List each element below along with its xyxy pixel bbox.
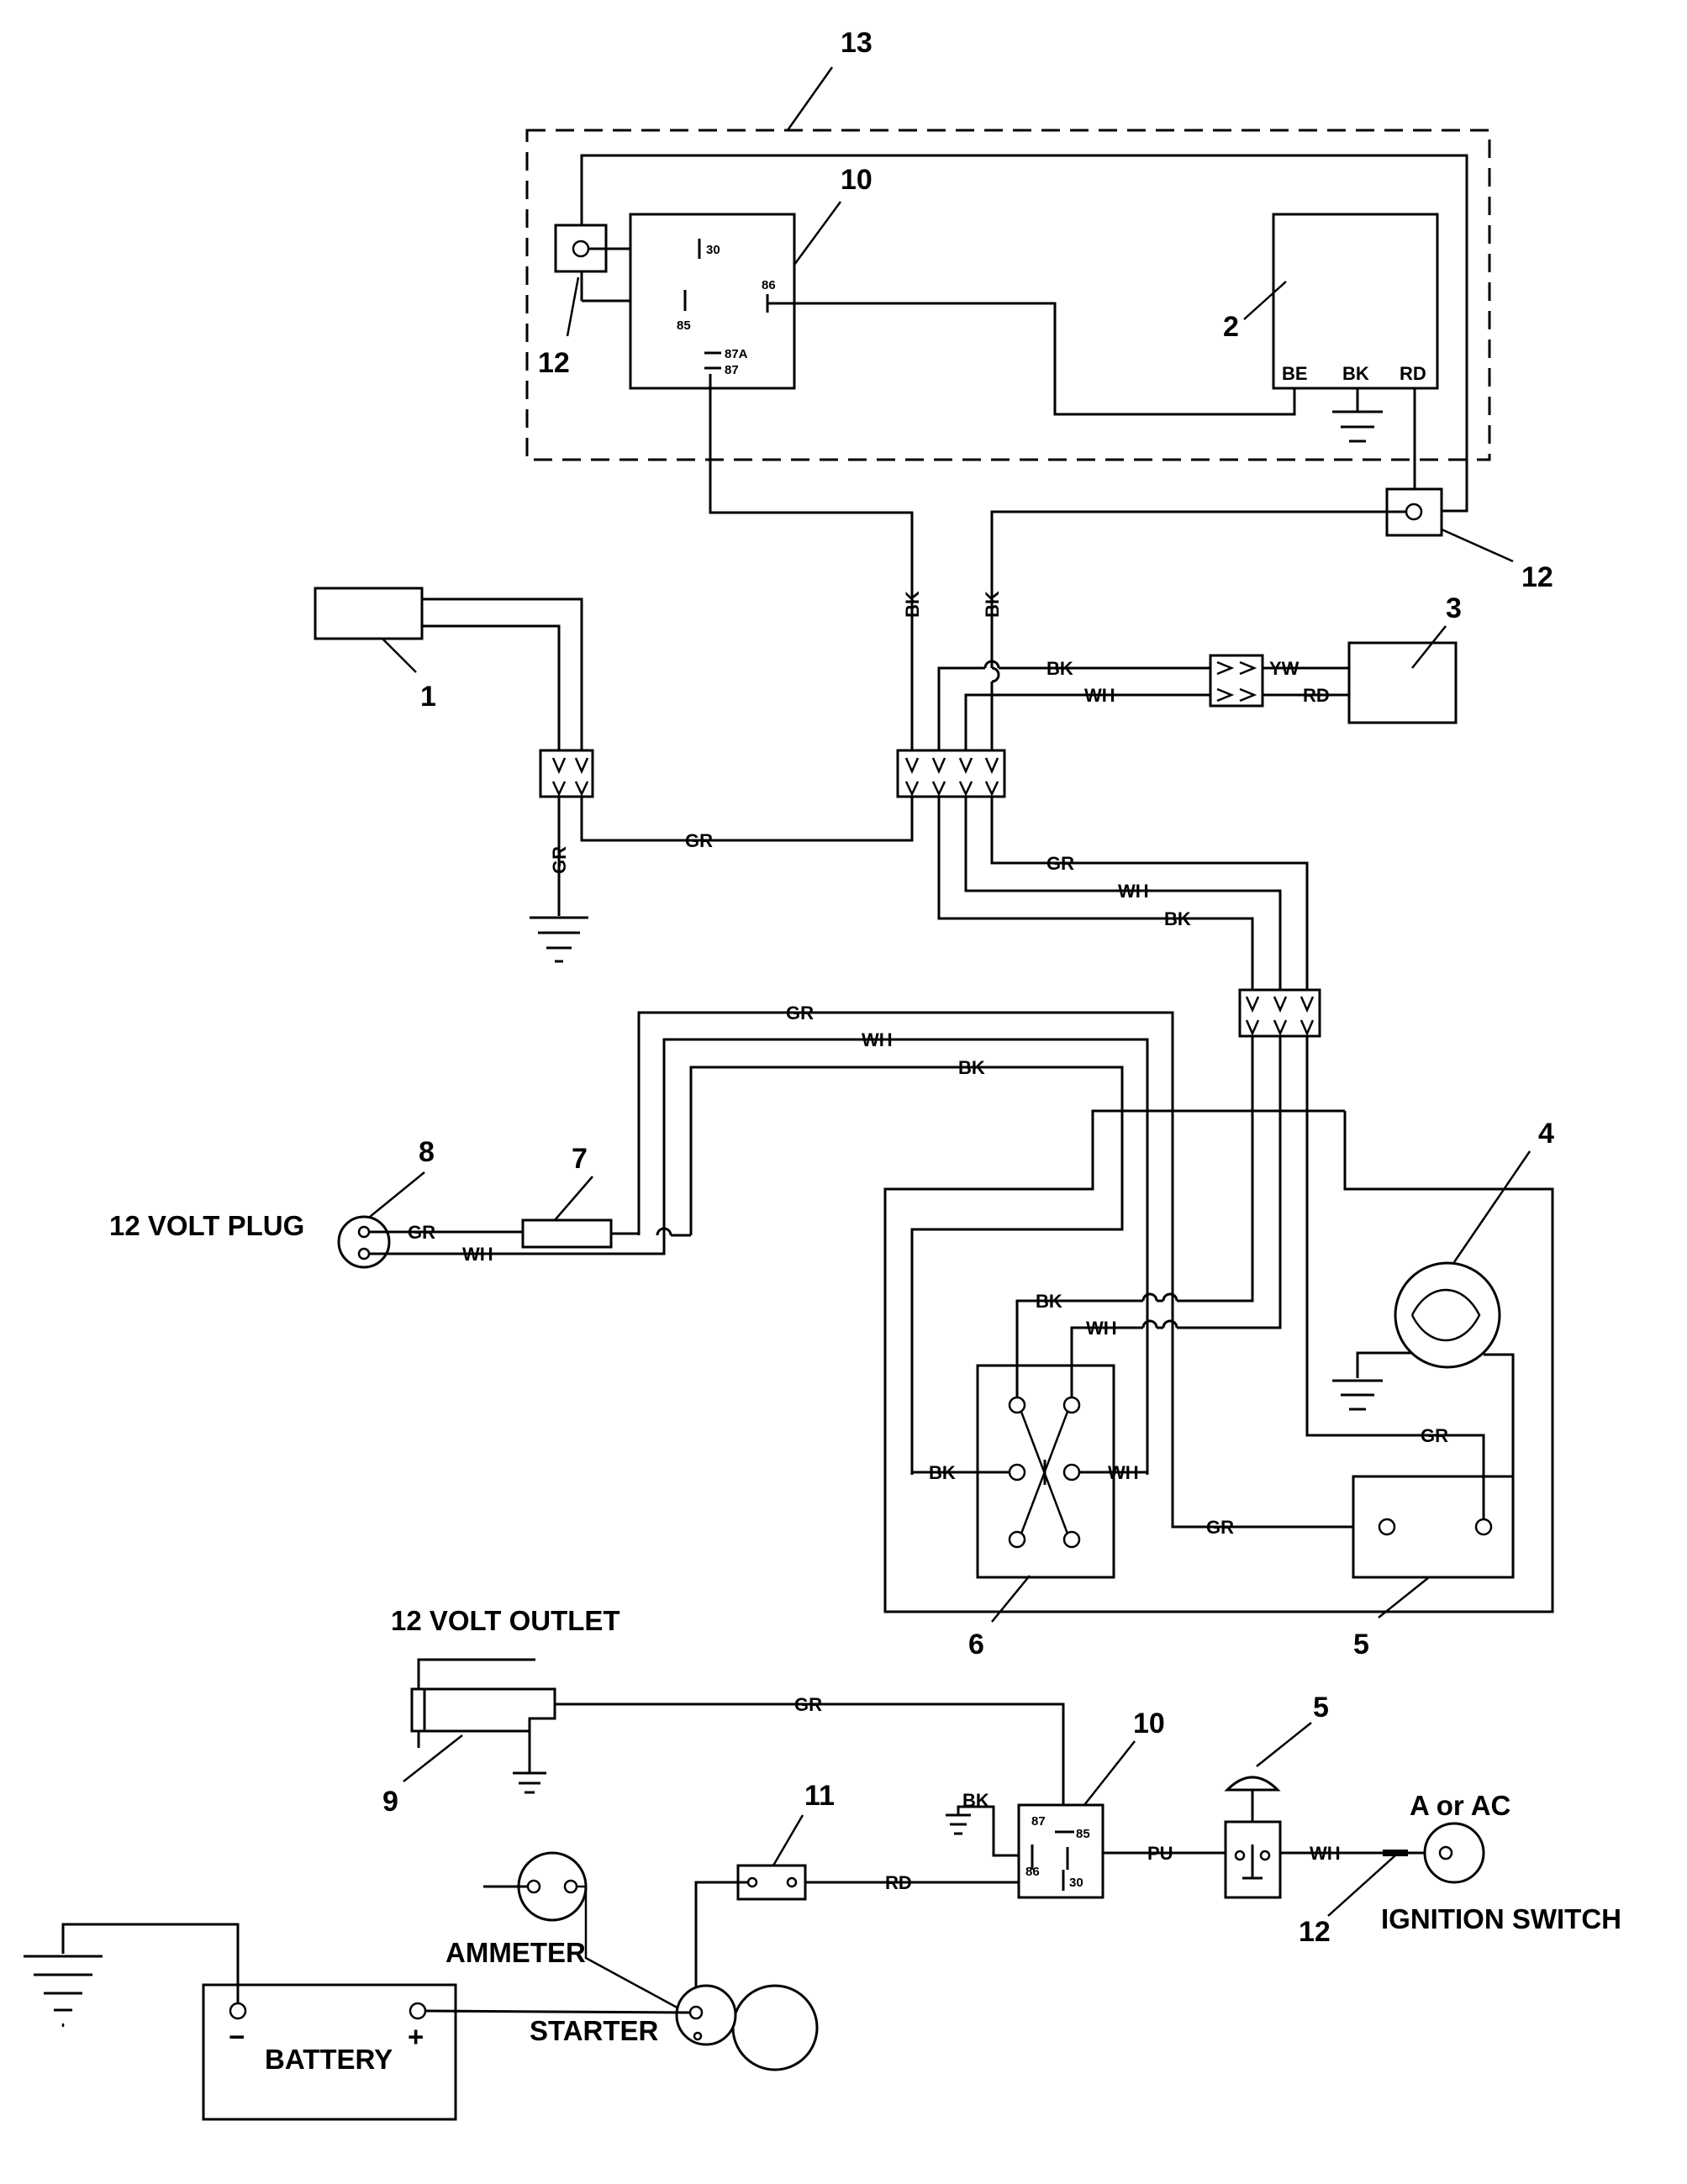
wire-gr-to5: GR <box>1206 1517 1234 1538</box>
relay-bottom-pin86: 86 <box>1025 1865 1040 1879</box>
wire-gr-plug: GR <box>408 1222 435 1243</box>
wire-bk-relay-bottom: BK <box>962 1790 989 1811</box>
outlet-9 <box>417 1658 535 1748</box>
relay-10-top <box>629 213 796 390</box>
callout-12-bottom: 12 <box>1299 1916 1331 1948</box>
wire-yw: YW <box>1269 658 1300 679</box>
relay-top-pin87: 87 <box>725 363 739 377</box>
relay-top-pin87a: 87A <box>725 347 748 361</box>
callout-12-top-right: 12 <box>1521 561 1553 593</box>
relay-top-pin86: 86 <box>762 278 776 292</box>
connector-3pin <box>1238 988 1321 1038</box>
component-3 <box>1347 641 1458 724</box>
wire-bk-switch-left: BK <box>929 1462 956 1483</box>
wire-bk-switch-top: BK <box>1036 1291 1062 1312</box>
callout-5-bottom: 5 <box>1313 1692 1329 1724</box>
wire-wh-plug: WH <box>462 1244 493 1265</box>
label-a-or-ac: A or AC <box>1410 1790 1510 1821</box>
wire-gr-long: GR <box>786 1003 814 1024</box>
fuse-7 <box>521 1218 613 1249</box>
wire-bk-long: BK <box>958 1057 985 1078</box>
callout-5-panel: 5 <box>1353 1629 1369 1660</box>
label-ignition-switch: IGNITION SWITCH <box>1381 1903 1621 1934</box>
wire-gr-vert-ground: GR <box>549 846 570 874</box>
battery-minus: − <box>229 2021 245 2052</box>
wire-bk-vert-left: BK <box>902 591 923 618</box>
callout-2: 2 <box>1223 311 1239 343</box>
ignition-switch <box>1423 1822 1485 1884</box>
wire-wh-right: WH <box>1118 881 1149 902</box>
module2-rd: RD <box>1400 363 1426 384</box>
callout-7: 7 <box>572 1143 588 1175</box>
callout-1: 1 <box>420 681 436 713</box>
relay-top-pin30: 30 <box>706 243 720 257</box>
wire-bk-vert-right: BK <box>982 591 1003 618</box>
wire-pu: PU <box>1147 1843 1173 1864</box>
wire-gr-5-right: GR <box>1421 1425 1448 1446</box>
wire-gr-outlet: GR <box>794 1694 822 1715</box>
module2-bk: BK <box>1342 363 1369 384</box>
label-battery: BATTERY <box>265 2044 393 2075</box>
fuse-11 <box>736 1864 807 1901</box>
callout-10-top: 10 <box>841 164 872 196</box>
module2-be: BE <box>1282 363 1308 384</box>
starter <box>675 1984 737 2046</box>
wire-wh-switch-right: WH <box>1108 1462 1139 1483</box>
enclosure-13 <box>525 129 1491 461</box>
battery-plus: + <box>408 2021 424 2052</box>
component-5-panel <box>1352 1475 1515 1579</box>
wire-wh-to3: WH <box>1084 685 1115 706</box>
wire-gr-right: GR <box>1046 853 1074 874</box>
wire-wh-switch-top: WH <box>1086 1318 1117 1339</box>
wire-wh-long: WH <box>862 1029 893 1050</box>
callout-3: 3 <box>1446 592 1462 624</box>
relay-bottom-pin85: 85 <box>1076 1827 1090 1841</box>
wire-bk-to3: BK <box>1046 658 1073 679</box>
module-2 <box>1272 213 1439 390</box>
label-ammeter: AMMETER <box>445 1937 586 1968</box>
callout-6: 6 <box>968 1629 984 1660</box>
callout-8: 8 <box>419 1136 435 1168</box>
relay-bottom-pin87: 87 <box>1031 1814 1046 1829</box>
component-1 <box>314 587 424 640</box>
relay-bottom-pin30: 30 <box>1069 1876 1083 1890</box>
callout-12-top-left: 12 <box>538 347 570 379</box>
lamp-4 <box>1394 1261 1501 1369</box>
starter-big <box>731 1984 819 2071</box>
wire-gr-main: GR <box>685 830 713 851</box>
label-starter: STARTER <box>530 2015 659 2046</box>
label-12-volt-outlet: 12 VOLT OUTLET <box>391 1605 620 1636</box>
wire-rd-bottom: RD <box>885 1872 912 1893</box>
wire-wh-bottom: WH <box>1310 1843 1341 1864</box>
callout-10-bottom: 10 <box>1133 1708 1165 1739</box>
callout-4: 4 <box>1538 1118 1554 1150</box>
callout-11: 11 <box>804 1780 835 1812</box>
relay-top-pin85: 85 <box>677 318 691 333</box>
wire-bk-right: BK <box>1164 908 1191 929</box>
wire-rd3: RD <box>1303 685 1330 706</box>
callout-9: 9 <box>382 1786 398 1818</box>
label-12-volt-plug: 12 VOLT PLUG <box>109 1210 304 1241</box>
callout-13: 13 <box>841 27 872 59</box>
